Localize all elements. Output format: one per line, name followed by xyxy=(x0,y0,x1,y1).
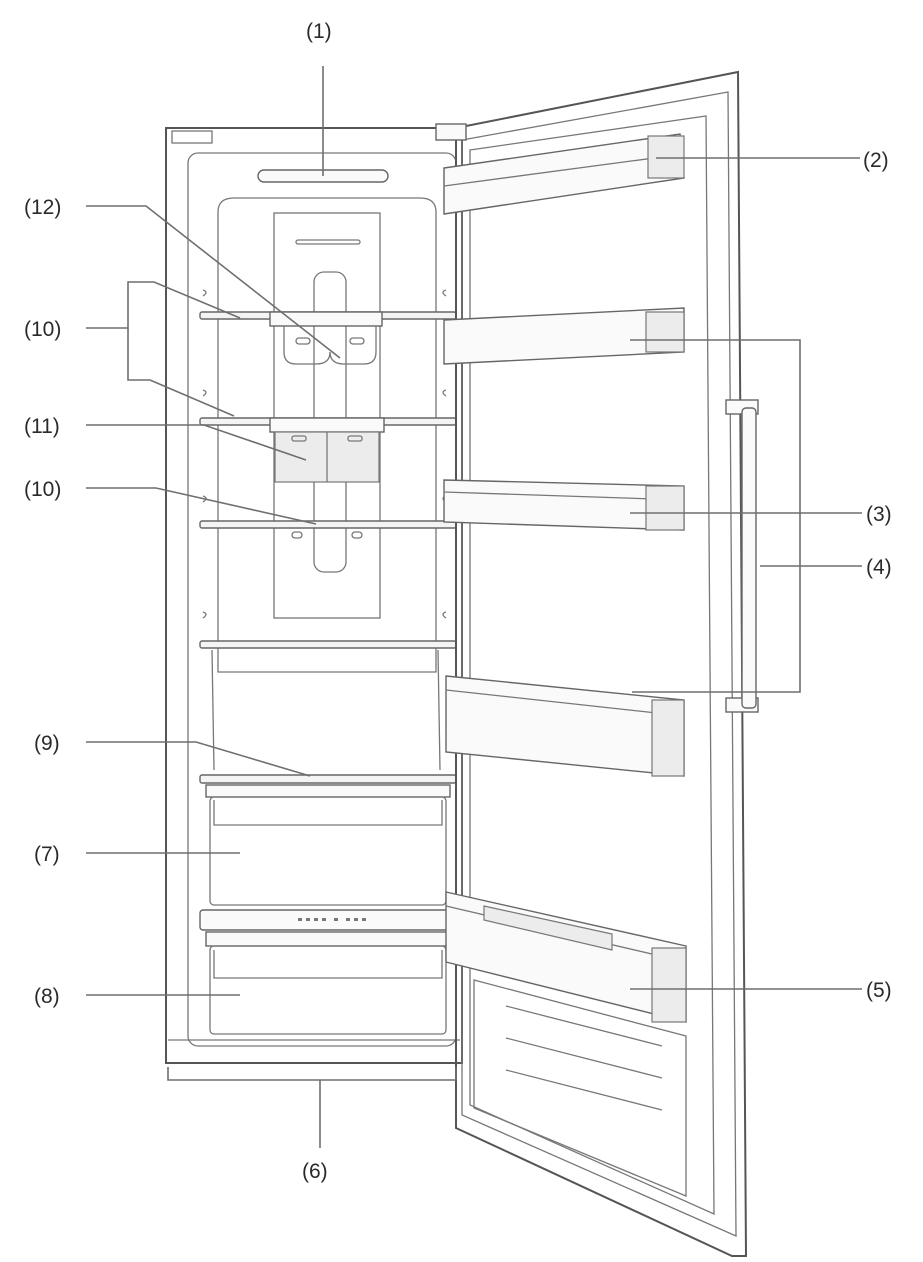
callout-label-12: (12) xyxy=(24,196,61,219)
leader-6 xyxy=(167,1067,457,1081)
crisper-drawer-upper xyxy=(205,784,451,906)
leader-12 xyxy=(86,205,341,359)
air-duct-panel xyxy=(273,212,381,619)
callout-label-1: (1) xyxy=(306,20,332,43)
door xyxy=(435,70,759,1257)
door-bottle-rack xyxy=(445,891,687,1023)
crisper-cover-shelf xyxy=(199,774,457,784)
egg-tray xyxy=(269,417,385,483)
callout-label-3: (3) xyxy=(866,503,892,526)
leader-10b xyxy=(86,487,317,525)
leader-11 xyxy=(86,424,307,461)
callout-label-8: (8) xyxy=(34,985,60,1008)
leader-10a-b xyxy=(127,328,235,417)
door-rack-3 xyxy=(445,675,685,777)
callout-label-9: (9) xyxy=(34,732,60,755)
callout-label-7: (7) xyxy=(34,843,60,866)
door-handle xyxy=(725,399,759,713)
leader-3 xyxy=(630,339,801,693)
door-rack-top xyxy=(443,133,685,215)
callout-label-5: (5) xyxy=(866,979,892,1002)
callout-label-6: (6) xyxy=(302,1160,328,1183)
bottle-rack xyxy=(269,311,383,365)
callout-leaders xyxy=(86,66,862,1148)
callout-label-10-lower: (10) xyxy=(24,478,61,501)
glass-shelf xyxy=(199,640,457,649)
door-rack-1 xyxy=(443,307,685,365)
callout-labels: (1) (2) (3) (4) (5) (6) (7) (8) (9) (10)… xyxy=(24,20,892,1183)
callout-label-10-top: (10) xyxy=(24,318,61,341)
leader-10a xyxy=(86,281,241,329)
door-rack-2 xyxy=(443,479,685,531)
glass-shelf xyxy=(199,520,457,529)
callout-label-4: (4) xyxy=(866,556,892,579)
callout-label-11: (11) xyxy=(24,415,60,438)
callout-label-2: (2) xyxy=(863,149,889,172)
leader-9 xyxy=(86,741,311,777)
cabinet xyxy=(165,127,463,1064)
crisper-drawer-lower xyxy=(205,931,451,1035)
